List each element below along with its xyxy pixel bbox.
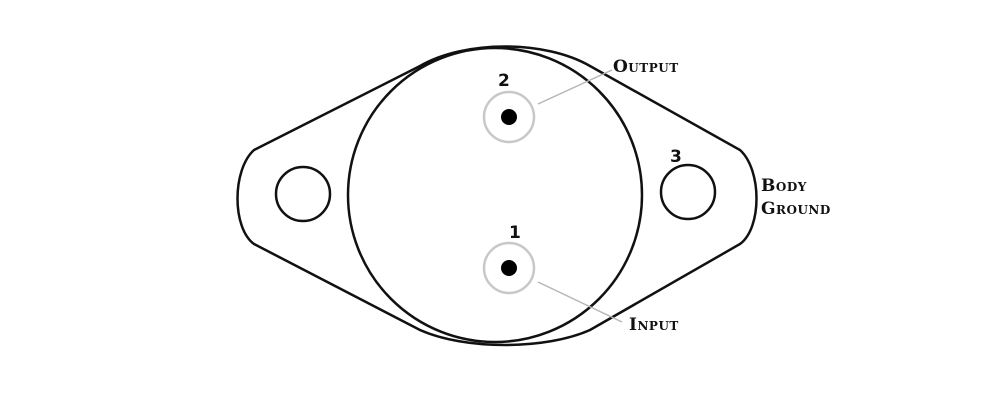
input-leader-line	[537, 281, 623, 323]
pin-1-number: 1	[509, 223, 521, 243]
pin-2-number: 2	[498, 71, 510, 91]
mounting-hole-left	[274, 165, 332, 223]
ground-label: Ground	[761, 199, 831, 219]
output-leader-line	[537, 69, 613, 105]
pin-2-dot	[501, 109, 517, 125]
pin-1-dot	[501, 260, 517, 276]
input-label: Input	[629, 315, 679, 335]
body-label: Body	[761, 176, 807, 196]
mounting-hole-right-pin-3	[659, 163, 717, 221]
pin-3-number: 3	[670, 147, 682, 167]
output-label: Output	[613, 57, 679, 77]
package-can-circle	[346, 46, 644, 344]
